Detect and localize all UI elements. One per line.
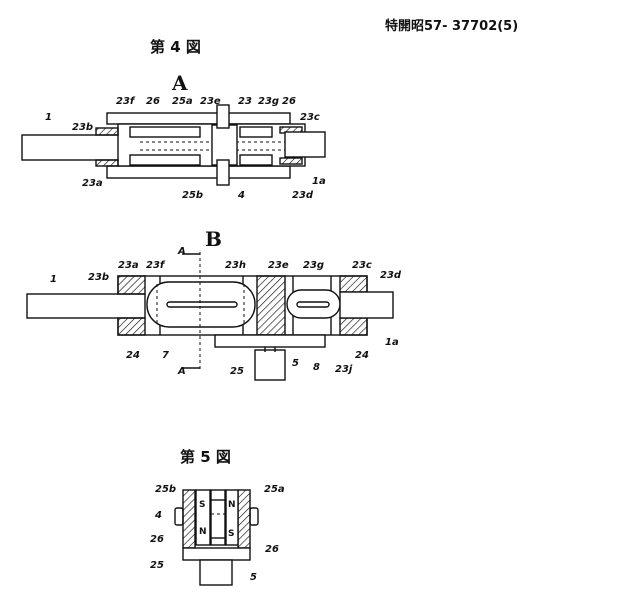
reference-label: 5 (292, 358, 299, 369)
reference-label: 24 (126, 350, 140, 361)
reference-label: 23 (238, 96, 252, 107)
reference-label: 5 (250, 572, 257, 583)
reference-label: 23g (258, 96, 279, 107)
reference-label: 8 (313, 362, 320, 373)
reference-label: 23d (380, 270, 402, 281)
reference-label: 25 (230, 366, 244, 377)
reference-label: 23f (146, 260, 166, 271)
figure-5-title: 第 5 図 (180, 448, 231, 466)
reference-label: 26 (282, 96, 296, 107)
figure-4a-labels: 1 23b 23a 23f 26 25a 23e 23 23g 26 23c 1… (45, 96, 326, 201)
reference-label: 25 (150, 560, 164, 571)
reference-label: 23a (82, 178, 103, 189)
reference-label: S (228, 529, 234, 539)
reference-label: 23c (300, 112, 320, 123)
reference-label: 26 (265, 544, 279, 555)
reference-label: 24 (355, 350, 369, 361)
reference-label: 23b (88, 272, 109, 283)
reference-label: 25b (182, 190, 203, 201)
publication-number: 特開昭57- 37702(5) (385, 18, 518, 34)
reference-label: 7 (162, 350, 169, 361)
reference-label: 23f (116, 96, 136, 107)
section-mark-top: A (177, 246, 186, 257)
figure-4b-labels: A A 23h 23e 23g 23c 23d 23a 23f 23b 1 24… (50, 246, 402, 377)
figure-5-drawing: S N N S (174, 489, 259, 586)
reference-label: 25a (172, 96, 193, 107)
figure-4b-drawing (26, 252, 394, 381)
reference-label: 25b (155, 484, 176, 495)
view-b-title: B (205, 227, 222, 251)
reference-label: S (199, 500, 205, 510)
reference-label: 1 (50, 274, 57, 285)
reference-label: 23j (335, 364, 353, 375)
figure-4-title: 第 4 図 (150, 38, 201, 56)
section-mark-bottom: A (177, 366, 186, 377)
reference-label: 26 (146, 96, 160, 107)
view-a-title: A (171, 71, 188, 95)
reference-label: 23g (303, 260, 324, 271)
reference-label: 23b (72, 122, 93, 133)
reference-label: 23e (200, 96, 221, 107)
reference-label: 1a (312, 176, 326, 187)
reference-label: N (199, 527, 207, 537)
reference-label: N (228, 500, 236, 510)
reference-label: 23d (292, 190, 314, 201)
reference-label: 23a (118, 260, 139, 271)
reference-label: 4 (154, 510, 162, 521)
reference-label: 1 (45, 112, 52, 123)
reference-label: 23e (268, 260, 289, 271)
figure-5-labels: 25b 25a 4 26 26 25 5 (150, 484, 285, 583)
figure-4a-drawing (21, 104, 326, 186)
reference-label: 4 (237, 190, 245, 201)
reference-label: 1a (385, 337, 399, 348)
reference-label: 23h (225, 260, 246, 271)
reference-label: 25a (264, 484, 285, 495)
reference-label: 26 (150, 534, 164, 545)
reference-label: 23c (352, 260, 372, 271)
